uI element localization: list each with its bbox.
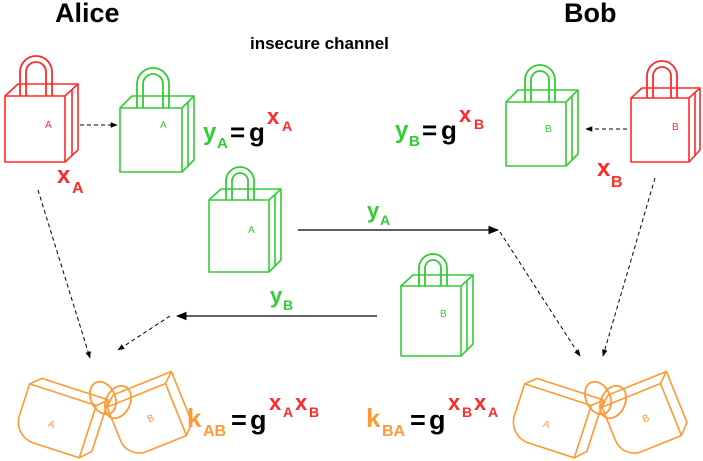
svg-text:x: x [295,390,308,415]
alice-shared-key-padlocks-icon: A B [17,370,193,459]
bob-label: Bob [564,0,616,28]
svg-text:A: A [217,135,228,152]
svg-text:B: B [409,133,420,150]
svg-text:y: y [203,119,217,146]
bob-secret-padlock-icon: B [630,60,701,163]
transmitted-alice-padlock-icon: A [208,166,282,273]
svg-text:y: y [395,117,409,144]
svg-text:A: A [282,118,292,134]
channel-label: insecure channel [250,34,389,53]
lock-letter: A [248,225,255,236]
svg-text:B: B [462,404,472,420]
svg-text:g: g [441,115,457,145]
svg-text:x: x [459,102,472,127]
lock-letter: B [545,124,552,135]
svg-text:k: k [187,403,202,433]
svg-text:=: = [410,405,426,435]
lock-letter: A [160,120,167,131]
svg-text:B: B [309,404,319,420]
alice-public-equation: y A = g x A [203,104,292,152]
svg-text:x: x [448,390,461,415]
svg-text:g: g [249,117,265,147]
alice-shared-key-equation: k AB = g x A x B [187,390,319,440]
svg-text:B: B [611,174,623,191]
svg-text:B: B [146,413,157,426]
alice-secret-padlock-icon: A [4,55,79,163]
lock-letter: B [440,309,447,320]
alice-secret-label: x A [57,162,84,197]
svg-text:B: B [641,413,652,426]
svg-text:=: = [422,115,437,145]
alice-public-padlock-icon: A [119,67,195,173]
bob-shared-key-padlocks-icon: A B [512,370,688,459]
svg-text:B: B [474,116,484,132]
svg-text:x: x [269,390,282,415]
svg-text:A: A [541,419,551,432]
svg-text:A: A [283,404,293,420]
transmitted-bob-padlock-icon: B [400,253,474,357]
svg-text:A: A [380,212,390,228]
svg-text:B: B [283,297,293,313]
lock-letter: A [45,120,52,131]
svg-text:x: x [267,104,280,129]
bob-to-alice-label: y B [270,283,293,313]
svg-text:x: x [474,390,487,415]
svg-text:k: k [366,403,381,433]
bob-public-padlock-icon: B [505,64,579,167]
bob-shared-key-equation: k BA = g x B x A [366,390,498,440]
svg-text:A: A [46,419,56,432]
svg-text:x: x [597,155,611,182]
lock-letter: B [672,122,679,133]
svg-text:BA: BA [382,423,406,440]
svg-text:A: A [72,180,84,197]
svg-text:A: A [488,404,498,420]
svg-text:=: = [230,117,245,147]
alice-label: Alice [55,0,120,28]
svg-text:=: = [231,405,247,435]
svg-text:AB: AB [203,423,226,440]
svg-text:x: x [57,162,71,189]
bob-public-equation: y B = g x B [395,102,484,150]
bob-secret-label: x B [597,155,623,191]
alice-to-bob-label: y A [367,198,390,228]
svg-text:g: g [250,405,267,435]
svg-text:y: y [367,198,380,223]
svg-text:y: y [270,283,283,308]
svg-text:g: g [429,405,446,435]
